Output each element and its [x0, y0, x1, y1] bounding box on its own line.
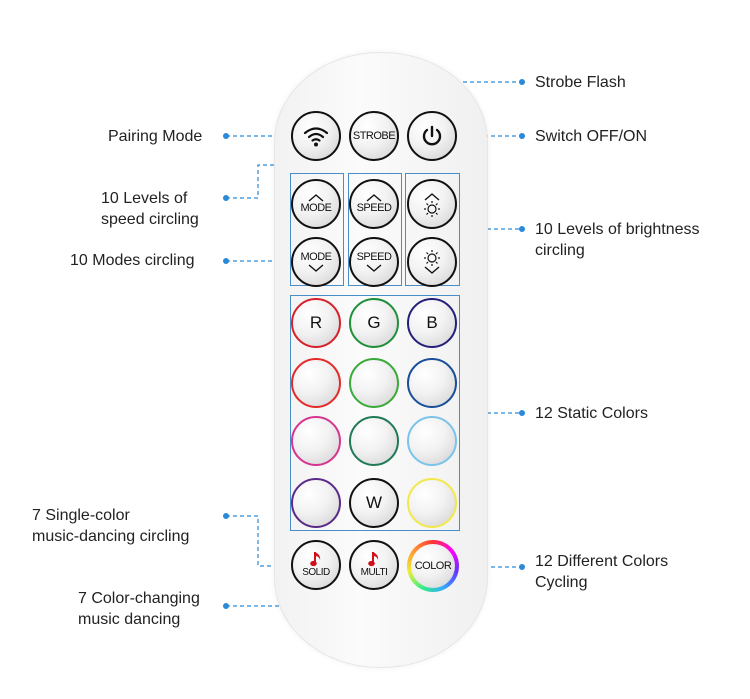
color-button[interactable] [407, 478, 457, 528]
power-icon [422, 125, 442, 146]
chevron-down-icon [424, 265, 440, 274]
sun-icon [424, 249, 440, 266]
chevron-up-icon [366, 194, 382, 202]
strobe-button[interactable]: STROBE [349, 111, 399, 161]
mode-up-button[interactable]: MODE [291, 179, 341, 229]
wifi-icon [303, 127, 329, 147]
label-strobe: Strobe Flash [535, 74, 626, 91]
solid-music-button[interactable]: SOLID [291, 540, 341, 590]
color-cycle-button[interactable]: COLOR [407, 540, 459, 592]
chevron-down-icon [308, 264, 324, 272]
color-button[interactable] [407, 416, 457, 466]
chevron-up-icon [424, 192, 440, 201]
green-button[interactable]: G [349, 298, 399, 348]
label-static: 12 Static Colors [535, 405, 648, 422]
color-cycle-face: COLOR [411, 544, 455, 588]
color-button[interactable] [407, 358, 457, 408]
label-switch: Switch OFF/ON [535, 128, 648, 145]
speed-down-button[interactable]: SPEED [349, 237, 399, 287]
pairing-button[interactable] [291, 111, 341, 161]
color-button[interactable] [349, 416, 399, 466]
white-button[interactable]: W [349, 478, 399, 528]
music-note-icon [368, 552, 379, 567]
brightness-up-button[interactable] [407, 179, 457, 229]
color-button[interactable] [291, 478, 341, 528]
speed-up-button[interactable]: SPEED [349, 179, 399, 229]
color-button[interactable] [291, 416, 341, 466]
chevron-down-icon [366, 264, 382, 272]
sun-icon [424, 200, 440, 217]
music-note-icon [310, 552, 321, 567]
brightness-down-button[interactable] [407, 237, 457, 287]
color-group [290, 295, 460, 531]
multi-music-button[interactable]: MULTI [349, 540, 399, 590]
label-modes: 10 Modes circling [70, 252, 195, 269]
blue-button[interactable]: B [407, 298, 457, 348]
label-pairing: Pairing Mode [108, 128, 203, 145]
power-button[interactable] [407, 111, 457, 161]
mode-down-button[interactable]: MODE [291, 237, 341, 287]
chevron-up-icon [308, 194, 324, 202]
red-button[interactable]: R [291, 298, 341, 348]
color-button[interactable] [291, 358, 341, 408]
color-button[interactable] [349, 358, 399, 408]
